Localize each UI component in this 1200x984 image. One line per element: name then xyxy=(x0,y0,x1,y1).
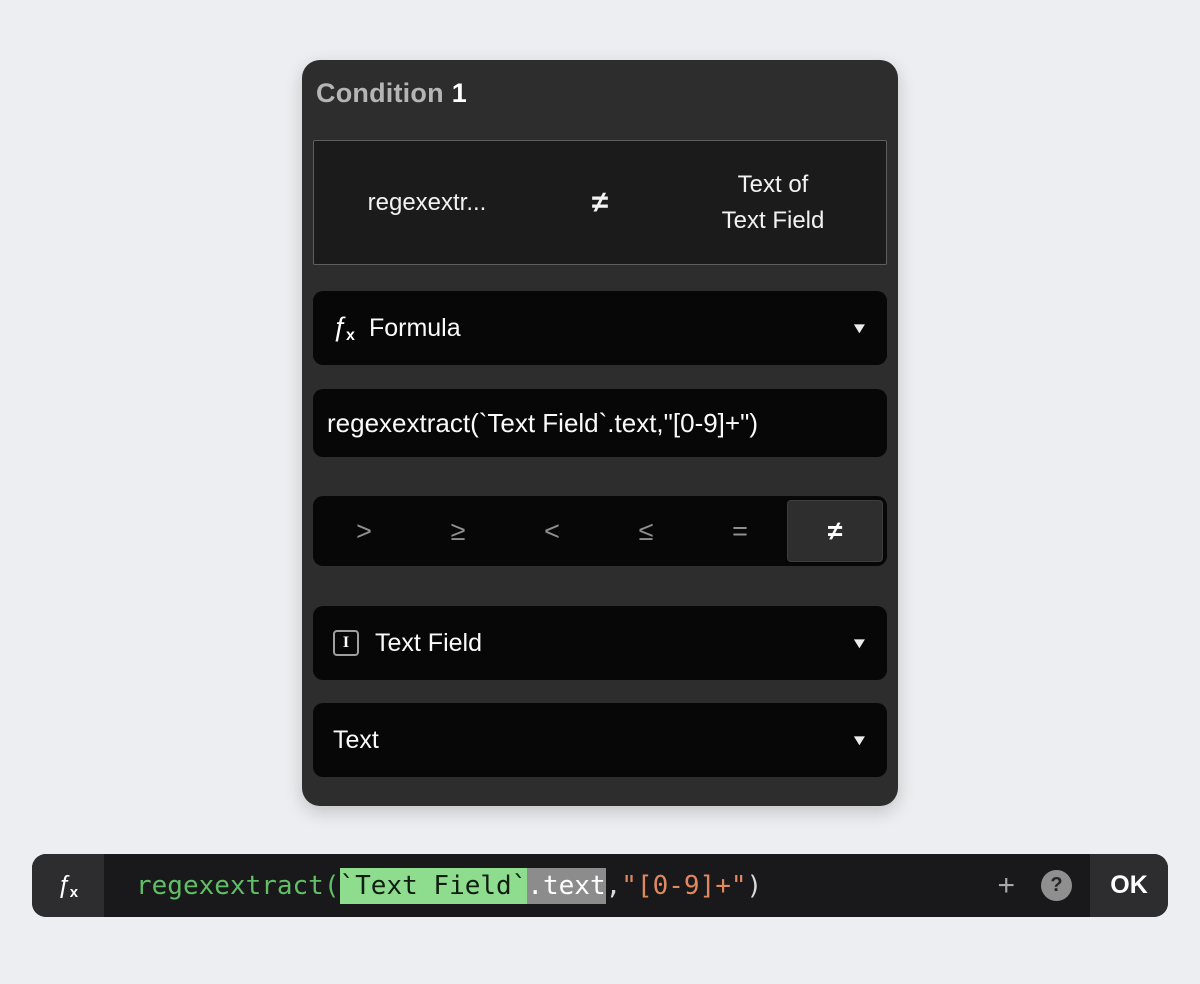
operator-row: > ≥ < ≤ = ≠ xyxy=(313,496,887,566)
code-token-property: .text xyxy=(527,867,606,904)
ok-button-label: OK xyxy=(1110,871,1148,899)
operator-not-equal[interactable]: ≠ xyxy=(787,500,883,562)
summary-right-line1: Text of xyxy=(737,170,809,198)
summary-right-line2: Text Field xyxy=(721,206,825,234)
code-token-string: "[0-9]+" xyxy=(621,870,747,901)
text-field-icon: I xyxy=(333,630,359,656)
formula-bar: ƒx regexextract(`Text Field`.text,"[0-9]… xyxy=(32,854,1168,917)
summary-right-value: Text of Text Field xyxy=(660,167,886,239)
chevron-down-icon: ▼ xyxy=(850,319,869,337)
formula-input-value: regexextract(`Text Field`.text,"[0-9]+") xyxy=(327,407,758,438)
code-token-fn: regexextract( xyxy=(136,870,340,901)
formula-bar-fx-segment: ƒx xyxy=(32,854,104,917)
operator-less-or-equal[interactable]: ≤ xyxy=(638,515,654,546)
fx-icon: ƒx xyxy=(333,311,355,344)
element-dropdown-label: Text Field xyxy=(375,628,482,657)
summary-left-value: regexextr... xyxy=(367,188,487,216)
code-token-plain: , xyxy=(605,870,622,901)
formula-input[interactable]: regexextract(`Text Field`.text,"[0-9]+") xyxy=(313,389,887,457)
operator-greater-than[interactable]: > xyxy=(356,515,372,546)
operator-less-than[interactable]: < xyxy=(544,515,560,546)
value-type-dropdown[interactable]: ƒx Formula ▼ xyxy=(313,291,887,365)
operator-equal[interactable]: = xyxy=(732,515,748,546)
value-type-label: Formula xyxy=(368,313,461,342)
fx-icon: ƒx xyxy=(57,870,79,901)
chevron-down-icon: ▼ xyxy=(850,731,869,749)
operator-greater-or-equal[interactable]: ≥ xyxy=(450,515,466,546)
property-dropdown-label: Text xyxy=(333,725,379,754)
add-icon[interactable]: + xyxy=(997,868,1015,902)
help-icon[interactable]: ? xyxy=(1041,870,1072,901)
formula-code-input[interactable]: regexextract(`Text Field`.text,"[0-9]+") xyxy=(104,854,997,917)
summary-operator: ≠ xyxy=(591,185,609,219)
code-token-element: `Text Field` xyxy=(339,867,528,904)
code-token-plain: ) xyxy=(746,870,763,901)
panel-title-number: 1 xyxy=(451,78,467,108)
property-dropdown[interactable]: Text ▼ xyxy=(313,703,887,777)
condition-summary[interactable]: regexextr... ≠ Text of Text Field xyxy=(313,140,887,265)
element-dropdown[interactable]: I Text Field ▼ xyxy=(313,606,887,680)
ok-button[interactable]: OK xyxy=(1090,854,1168,917)
panel-title-label: Condition xyxy=(316,78,444,108)
chevron-down-icon: ▼ xyxy=(850,634,869,652)
